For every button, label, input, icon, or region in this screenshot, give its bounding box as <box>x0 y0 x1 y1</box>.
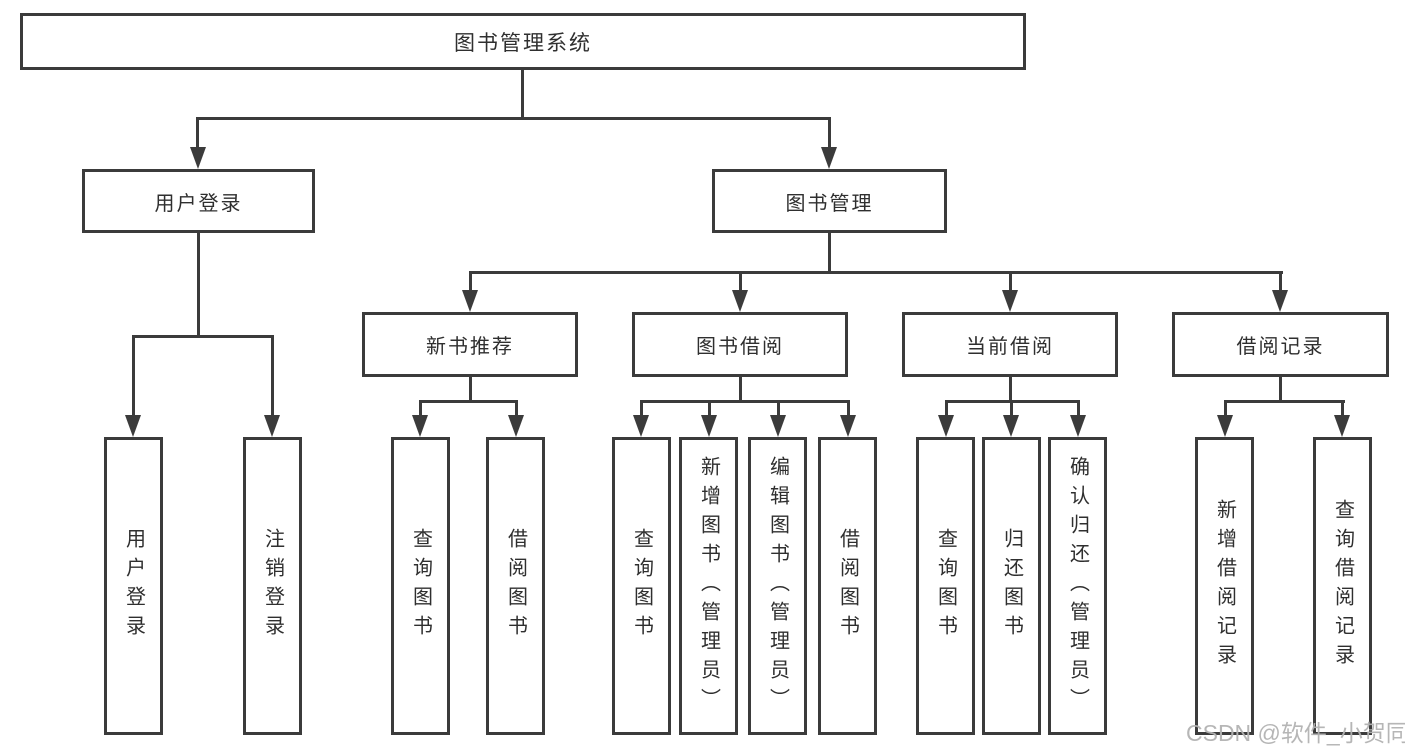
node-query-books-current: 查询图书 <box>916 437 975 735</box>
arrow-down <box>1334 415 1350 437</box>
node-label: 借阅记录 <box>1236 336 1325 358</box>
arrow-down <box>1002 290 1018 312</box>
node-user-login-branch: 用户登录 <box>82 169 315 233</box>
node-borrow-books: 借阅图书 <box>818 437 877 735</box>
connector-line <box>521 70 524 118</box>
node-library-management-system: 图书管理系统 <box>20 13 1026 70</box>
arrow-down <box>462 290 478 312</box>
node-query-books-borrowing: 查询图书 <box>612 437 671 735</box>
connector-line <box>847 400 850 417</box>
connector-line <box>196 117 199 149</box>
connector-line <box>708 400 711 417</box>
connector-line <box>777 400 780 417</box>
node-label: 新增图书（管理员） <box>697 455 720 717</box>
node-new-book-recommend: 新书推荐 <box>362 312 578 377</box>
node-return-book: 归还图书 <box>982 437 1041 735</box>
node-label: 查询图书 <box>409 528 432 644</box>
connector-line <box>828 117 831 149</box>
node-label: 借阅图书 <box>836 528 859 644</box>
arrow-down <box>1217 415 1233 437</box>
node-current-borrowing: 当前借阅 <box>902 312 1118 377</box>
node-label: 查询借阅记录 <box>1331 499 1354 673</box>
node-logout: 注销登录 <box>243 437 302 735</box>
connector-line <box>739 271 742 292</box>
connector-line <box>1077 400 1080 417</box>
connector-line <box>640 400 850 403</box>
node-label: 用户登录 <box>154 192 243 215</box>
connector-line <box>1224 400 1227 417</box>
node-label: 借阅图书 <box>504 528 527 644</box>
arrow-down <box>938 415 954 437</box>
arrow-down <box>190 147 206 169</box>
connector-line <box>132 335 274 338</box>
node-user-login-leaf: 用户登录 <box>104 437 163 735</box>
node-label: 归还图书 <box>1000 528 1023 644</box>
node-label: 当前借阅 <box>966 336 1054 358</box>
arrow-down <box>508 415 524 437</box>
node-label: 新增借阅记录 <box>1213 499 1236 673</box>
arrow-down <box>732 290 748 312</box>
node-label: 图书管理系统 <box>454 31 592 55</box>
connector-line <box>945 400 948 417</box>
connector-line <box>1009 271 1012 292</box>
arrow-down <box>412 415 428 437</box>
connector-line <box>1009 377 1012 403</box>
node-label: 查询图书 <box>630 528 653 644</box>
connector-line <box>1341 400 1344 417</box>
node-label: 用户登录 <box>122 528 145 644</box>
connector-line <box>419 400 518 403</box>
arrow-down <box>701 415 717 437</box>
arrow-down <box>821 147 837 169</box>
arrow-down <box>840 415 856 437</box>
arrow-down <box>633 415 649 437</box>
connector-line <box>271 335 274 417</box>
connector-line <box>1279 271 1282 292</box>
connector-line <box>828 233 831 274</box>
connector-line <box>1279 377 1282 403</box>
node-borrow-books-recommend: 借阅图书 <box>486 437 545 735</box>
node-query-books-recommend: 查询图书 <box>391 437 450 735</box>
connector-line <box>132 335 135 417</box>
node-add-book-admin: 新增图书（管理员） <box>679 437 738 735</box>
node-confirm-return-admin: 确认归还（管理员） <box>1048 437 1107 735</box>
connector-line <box>197 233 200 338</box>
arrow-down <box>1003 415 1019 437</box>
arrow-down <box>264 415 280 437</box>
connector-line <box>515 400 518 417</box>
connector-line <box>469 377 472 403</box>
connector-line <box>469 271 1283 274</box>
node-label: 注销登录 <box>261 528 284 644</box>
node-label: 图书借阅 <box>696 336 784 358</box>
connector-line <box>469 271 472 292</box>
node-label: 新书推荐 <box>426 336 514 358</box>
connector-line <box>640 400 643 417</box>
node-label: 图书管理 <box>785 192 874 215</box>
node-query-borrow-record: 查询借阅记录 <box>1313 437 1372 735</box>
connector-line <box>739 377 742 403</box>
node-book-management-branch: 图书管理 <box>712 169 947 233</box>
csdn-watermark: CSDN @软件_小贺同学 <box>1186 720 1405 746</box>
node-label: 确认归还（管理员） <box>1066 455 1089 717</box>
node-label: 查询图书 <box>934 528 957 644</box>
arrow-down <box>125 415 141 437</box>
arrow-down <box>1070 415 1086 437</box>
node-book-borrowing: 图书借阅 <box>632 312 848 377</box>
node-edit-book-admin: 编辑图书（管理员） <box>748 437 807 735</box>
arrow-down <box>1272 290 1288 312</box>
node-add-borrow-record: 新增借阅记录 <box>1195 437 1254 735</box>
node-label: 编辑图书（管理员） <box>766 455 789 717</box>
arrow-down <box>770 415 786 437</box>
connector-line <box>1010 400 1013 417</box>
connector-line <box>419 400 422 417</box>
connector-line <box>1224 400 1345 403</box>
node-borrowing-records: 借阅记录 <box>1172 312 1389 377</box>
connector-line <box>197 117 831 120</box>
